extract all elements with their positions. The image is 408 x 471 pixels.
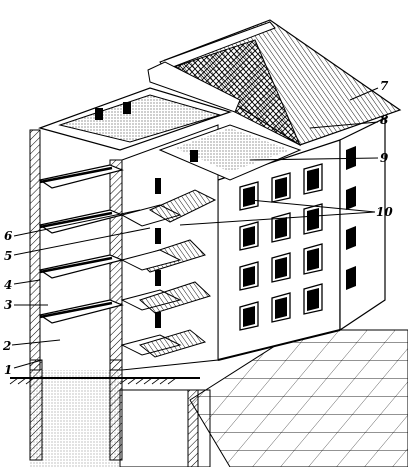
callout-6: 6	[4, 229, 13, 243]
callout-4: 4	[4, 278, 12, 292]
roof	[147, 19, 402, 147]
callout-8: 8	[380, 113, 389, 127]
staircase	[120, 178, 217, 358]
callout-labels: 1 2 3 4 5 6 7 8 9 10	[2, 79, 393, 377]
foundation	[29, 359, 199, 468]
ground-paving	[9, 329, 408, 468]
front-facade	[217, 117, 386, 361]
callout-2: 2	[2, 339, 11, 353]
callout-3: 3	[4, 298, 12, 312]
callout-5: 5	[4, 249, 12, 263]
top-floor-rooms	[95, 102, 302, 181]
callout-10: 10	[376, 205, 393, 219]
section-cut	[29, 87, 232, 371]
callout-7: 7	[380, 79, 389, 93]
leader-lines	[11, 87, 379, 369]
callout-1: 1	[4, 363, 12, 377]
callout-9: 9	[380, 151, 389, 165]
